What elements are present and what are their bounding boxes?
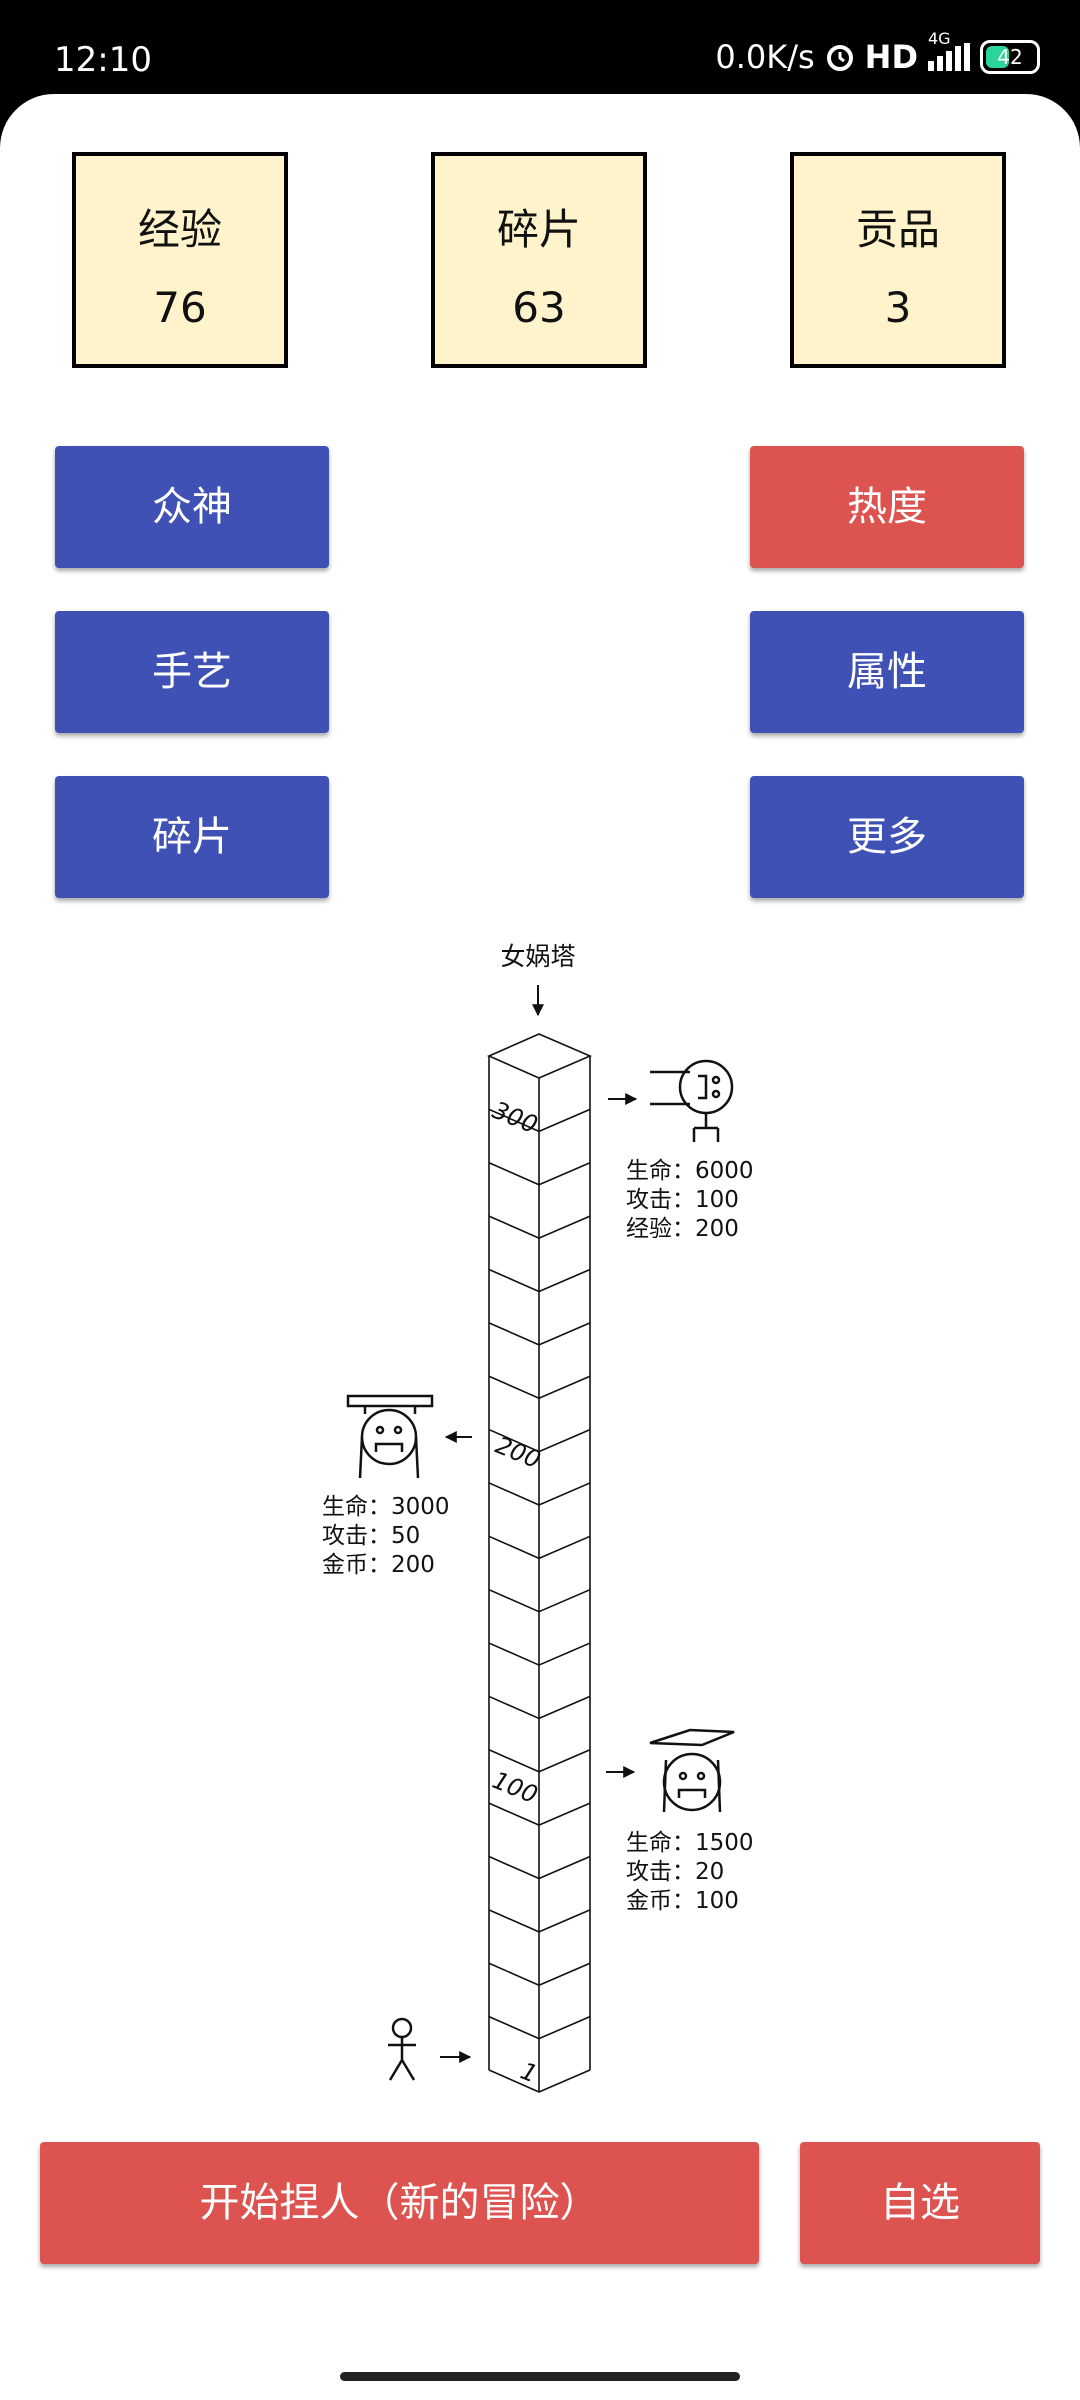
home-indicator[interactable] bbox=[340, 2372, 740, 2381]
stat-label: 经验 bbox=[137, 205, 222, 254]
tower-floor-line bbox=[488, 1375, 591, 1400]
battery-level: 42 bbox=[997, 45, 1023, 69]
tower-floor-line bbox=[488, 1322, 591, 1346]
craft-button[interactable]: 手艺 bbox=[55, 611, 329, 733]
custom-select-button[interactable]: 自选 bbox=[800, 2142, 1040, 2264]
boss-200-stats: 生命：3000 攻击：50 金币：200 bbox=[322, 1494, 457, 1578]
tower-floor-line bbox=[488, 2069, 591, 2093]
boss-300-stats: 生命：6000 攻击：100 经验：200 bbox=[626, 1158, 761, 1242]
alarm-icon bbox=[826, 45, 853, 71]
tower-floor-line bbox=[488, 1802, 591, 1827]
network-speed: 0.0K/s bbox=[715, 38, 815, 76]
stat-value: 76 bbox=[153, 283, 207, 332]
tower-floor-line bbox=[488, 1535, 591, 1560]
boss-300-reward: 经验：200 bbox=[626, 1216, 739, 1242]
more-button[interactable]: 更多 bbox=[750, 776, 1024, 898]
stat-value: 63 bbox=[512, 283, 566, 332]
tower-floor-line bbox=[488, 1215, 591, 1239]
signal-icon bbox=[928, 43, 970, 71]
boss-200-face-icon bbox=[346, 1394, 434, 1479]
stat-value: 3 bbox=[884, 283, 912, 332]
tower-segments bbox=[487, 1033, 593, 2093]
status-bar: 12:10 0.0K/s HD 4G 42 bbox=[0, 0, 1080, 100]
floor-label-300: 300 bbox=[489, 1096, 542, 1139]
popularity-button[interactable]: 热度 bbox=[750, 446, 1024, 568]
attributes-button[interactable]: 属性 bbox=[750, 611, 1024, 733]
boss-300-face-icon bbox=[650, 1059, 734, 1142]
boss-100-reward: 金币：100 bbox=[626, 1888, 739, 1914]
tower-floor-line bbox=[488, 1268, 591, 1293]
tower-floor-line bbox=[488, 1909, 591, 1933]
tower-floor-line bbox=[488, 1855, 591, 1880]
tower-floor-line bbox=[488, 1642, 591, 1666]
tower-floor-line bbox=[488, 1588, 591, 1613]
tower-floor-line bbox=[488, 1962, 591, 1987]
tower-floor-line bbox=[488, 1695, 591, 1720]
boss-100-graduate-icon bbox=[649, 1728, 735, 1813]
stat-fragments: 碎片 63 bbox=[431, 152, 647, 368]
tower-floor-line bbox=[488, 1749, 591, 1773]
nuwa-tower-diagram: 女娲塔 300 200 100 1 生命：6000 攻击：100 经验：200 bbox=[322, 942, 761, 2093]
tower-floor-line bbox=[488, 1108, 591, 1133]
fragments-button[interactable]: 碎片 bbox=[55, 776, 329, 898]
floor-label-100: 100 bbox=[489, 1766, 542, 1809]
floor-label-1: 1 bbox=[517, 2057, 542, 2089]
start-new-adventure-button[interactable]: 开始捏人（新的冒险） bbox=[40, 2142, 759, 2264]
boss-300-hp: 生命：6000 bbox=[626, 1158, 754, 1184]
hd-badge: HD bbox=[864, 38, 918, 76]
network-type: 4G bbox=[928, 29, 951, 48]
stick-figure-icon bbox=[388, 2017, 416, 2081]
boss-200-reward: 金币：200 bbox=[322, 1552, 435, 1578]
boss-200-atk: 攻击：50 bbox=[322, 1523, 420, 1549]
stat-tribute: 贡品 3 bbox=[790, 152, 1006, 368]
tower-title: 女娲塔 bbox=[500, 942, 575, 971]
tower-floor-line bbox=[488, 2015, 591, 2040]
tower-floor-line bbox=[488, 1162, 591, 1186]
gods-button[interactable]: 众神 bbox=[55, 446, 329, 568]
boss-100-hp: 生命：1500 bbox=[626, 1830, 754, 1856]
battery-icon: 42 bbox=[980, 40, 1040, 74]
tower-floor-line bbox=[488, 1482, 591, 1506]
main-screen: 经验 76 碎片 63 贡品 3 众神 手艺 碎片 热度 属性 更多 女娲塔 3… bbox=[0, 94, 1080, 2400]
stat-label: 贡品 bbox=[855, 205, 940, 254]
boss-200-hp: 生命：3000 bbox=[322, 1494, 450, 1520]
status-icons: 0.0K/s HD 4G 42 bbox=[715, 29, 1040, 76]
stat-experience: 经验 76 bbox=[72, 152, 288, 368]
status-time: 12:10 bbox=[54, 40, 152, 80]
floor-label-200: 200 bbox=[492, 1431, 545, 1474]
boss-100-stats: 生命：1500 攻击：20 金币：100 bbox=[626, 1830, 761, 1914]
stat-label: 碎片 bbox=[496, 205, 581, 254]
boss-300-atk: 攻击：100 bbox=[626, 1187, 739, 1213]
tower-top-cap bbox=[487, 1033, 593, 1079]
boss-100-atk: 攻击：20 bbox=[626, 1859, 724, 1885]
tower-floor-line bbox=[488, 1428, 591, 1453]
